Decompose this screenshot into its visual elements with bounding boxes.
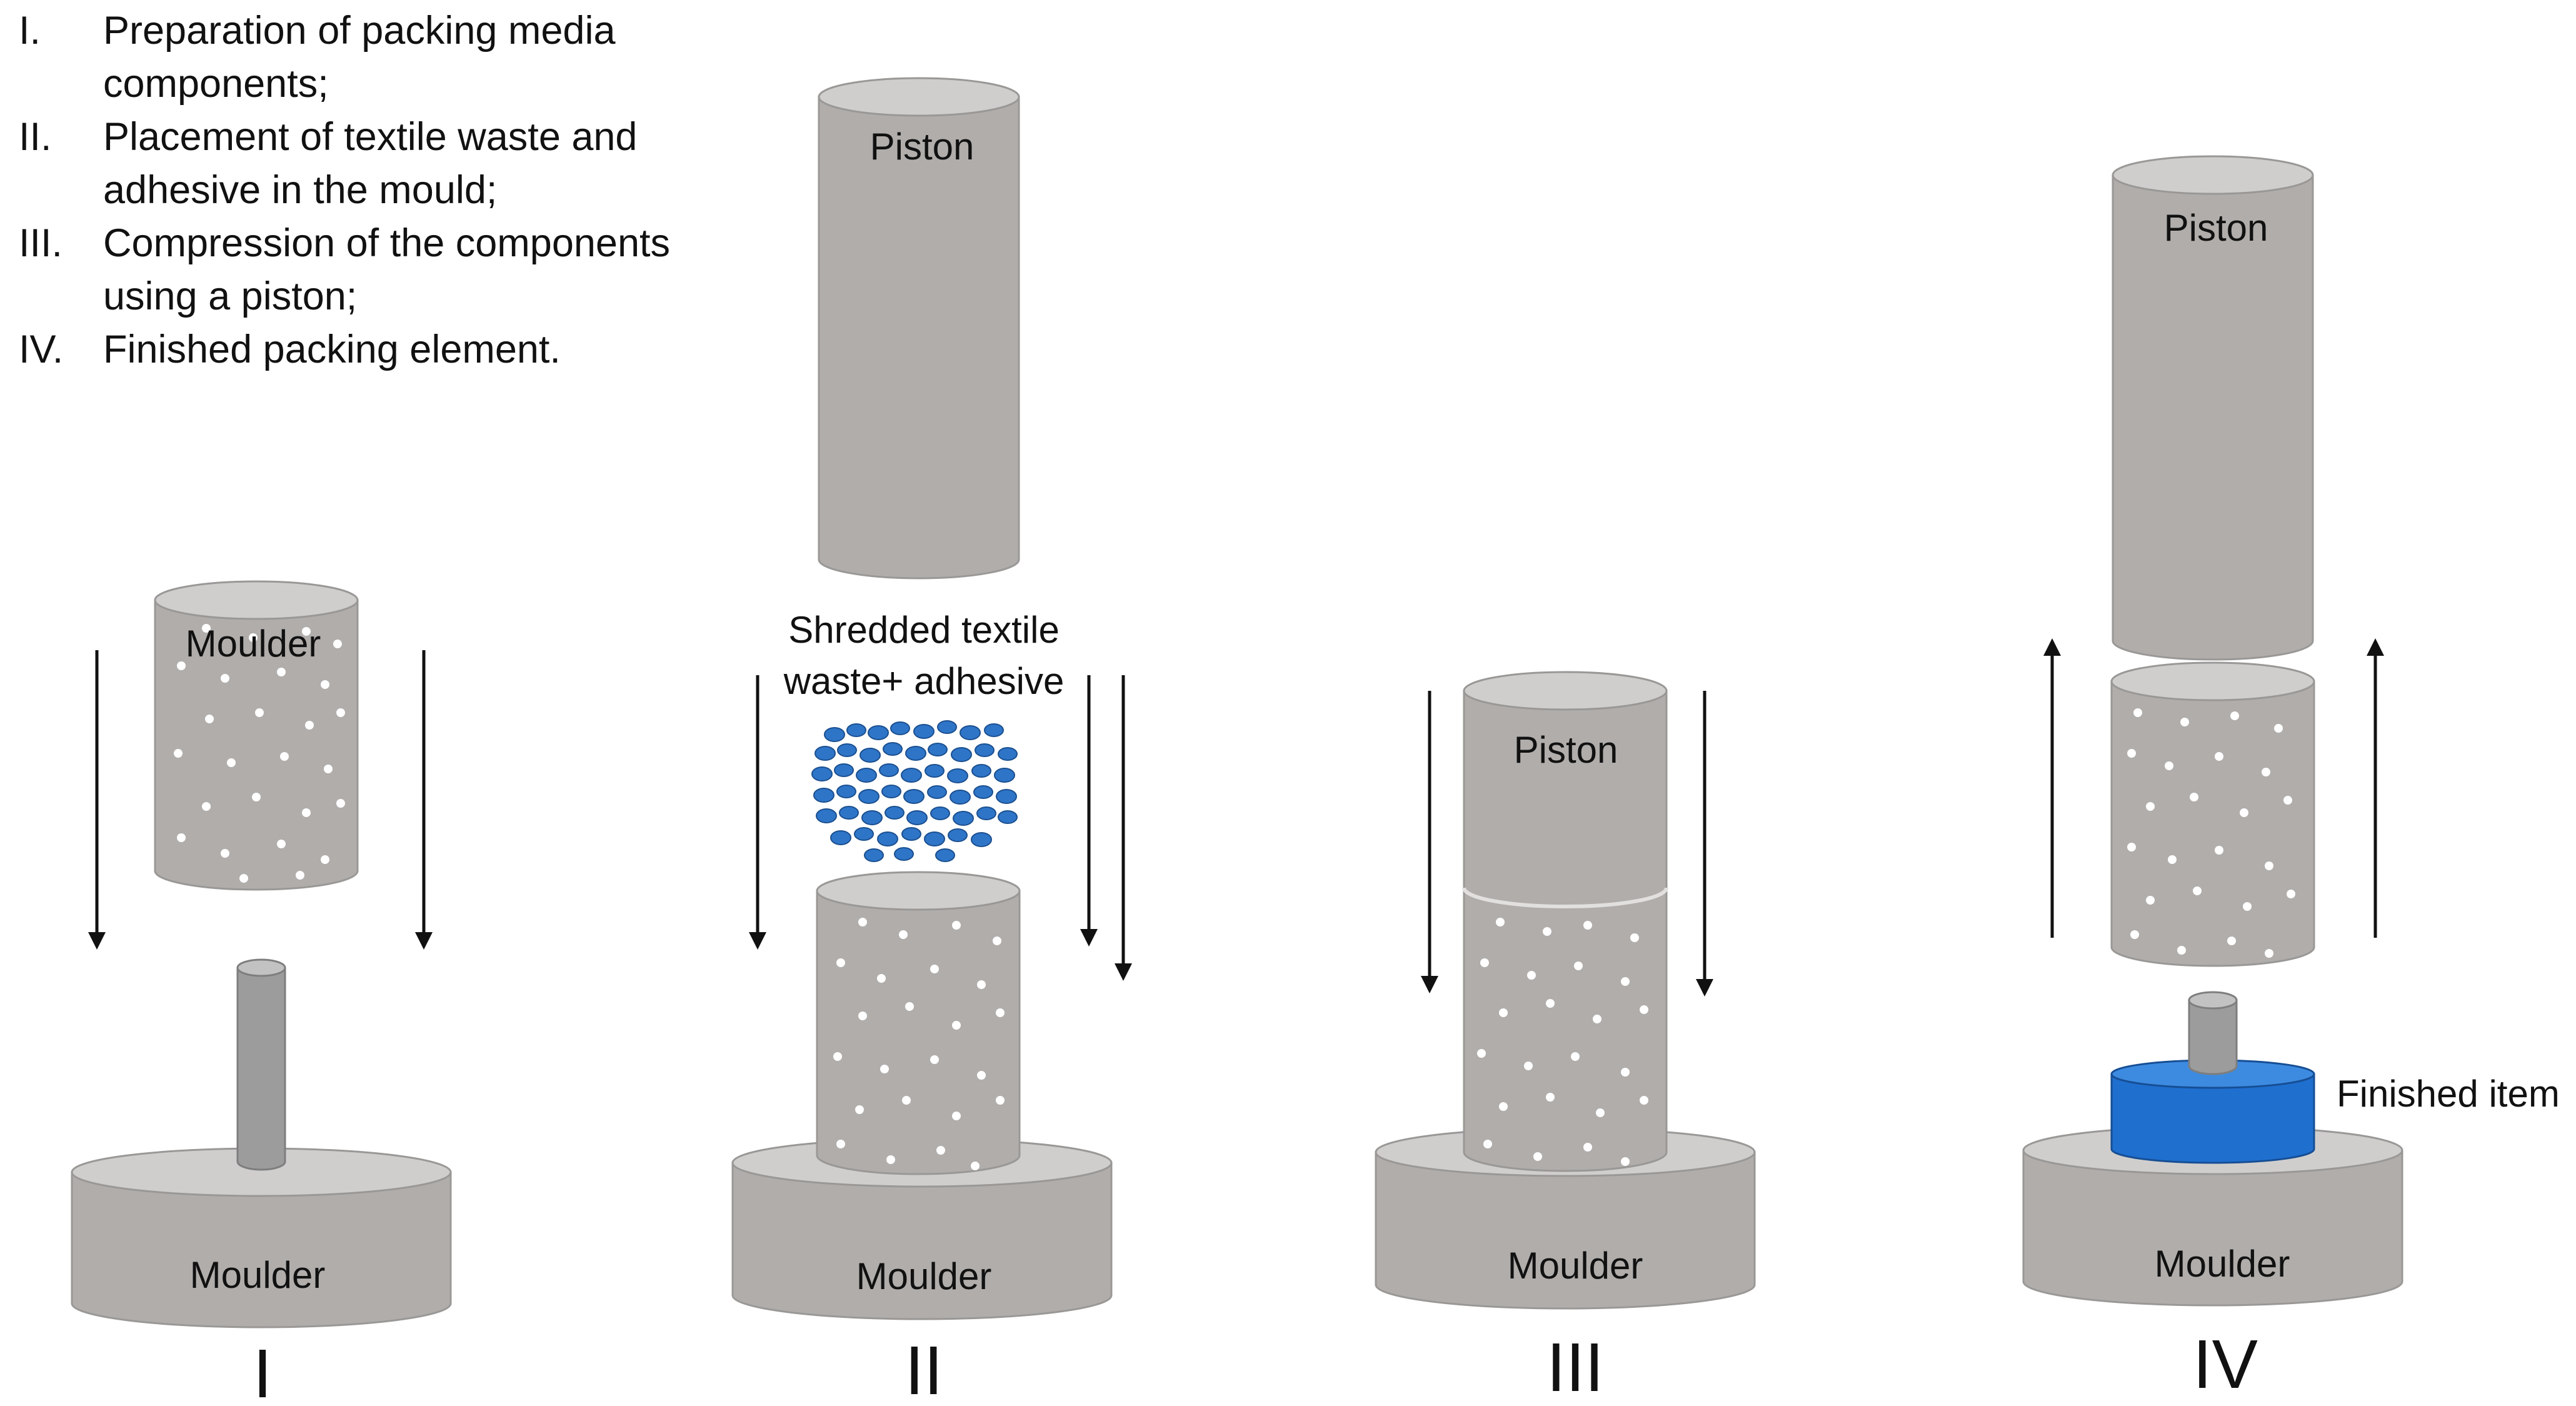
stage-4-finished-item-label: Finished item xyxy=(2337,1073,2560,1115)
stage-2-piston-label: Piston xyxy=(870,126,975,168)
step-list: I. Preparation of packing media componen… xyxy=(19,9,670,371)
step-4-numeral: IV. xyxy=(19,328,63,371)
stage-1-center-rod xyxy=(236,958,286,1171)
step-2-text-line-1: Placement of textile waste and xyxy=(103,115,637,159)
stage-2-number: II xyxy=(905,1332,943,1406)
step-2-numeral: II. xyxy=(19,115,52,159)
stage-1-perforated-moulder xyxy=(154,580,359,891)
step-1-text-line-1: Preparation of packing media xyxy=(103,9,616,53)
step-item-1: I. Preparation of packing media componen… xyxy=(19,9,616,106)
step-item-2: II. Placement of textile waste and adhes… xyxy=(19,115,637,212)
stage-4-piston xyxy=(2112,155,2314,661)
stage-1: Moulder Moulder I xyxy=(71,580,452,1406)
stage-4-center-rod xyxy=(2188,991,2238,1075)
stage-3-base-moulder-label: Moulder xyxy=(1508,1245,1643,1287)
stage-4-number: IV xyxy=(2193,1326,2258,1403)
stage-2-perforated-moulder xyxy=(816,871,1021,1175)
step-2-text-line-2: adhesive in the mould; xyxy=(103,168,497,212)
stage-3-piston-label: Piston xyxy=(1514,729,1618,771)
stage-2-base-moulder-label: Moulder xyxy=(856,1255,992,1297)
stage-4-perforated-moulder xyxy=(2110,661,2315,967)
stage-2-shredded-textile-particles xyxy=(811,720,1018,862)
step-3-text-line-1: Compression of the components xyxy=(103,221,670,265)
stage-4: Piston Finished item Moulder IV xyxy=(2022,155,2560,1403)
stage-4-piston-label: Piston xyxy=(2164,207,2268,249)
stage-4-finished-item xyxy=(2110,1059,2315,1164)
stage-2-piston xyxy=(818,77,1020,580)
stage-2-shredded-label-line-2: waste+ adhesive xyxy=(783,660,1065,702)
step-item-3: III. Compression of the components using… xyxy=(19,221,670,318)
stage-2-shredded-label-line-1: Shredded textile xyxy=(788,609,1060,651)
stage-2: Piston Shredded textile waste+ adhesive … xyxy=(731,77,1132,1406)
stage-4-base-moulder-label: Moulder xyxy=(2155,1243,2290,1285)
step-3-numeral: III. xyxy=(19,221,63,265)
stage-3: Piston Moulder III xyxy=(1375,671,1756,1406)
stage-1-upper-moulder-label: Moulder xyxy=(186,623,321,665)
step-item-4: IV. Finished packing element. xyxy=(19,328,561,371)
step-4-text-line-1: Finished packing element. xyxy=(103,328,561,371)
stage-1-base-moulder xyxy=(71,1147,452,1328)
step-1-numeral: I. xyxy=(19,9,41,53)
step-3-text-line-2: using a piston; xyxy=(103,274,357,318)
stage-1-base-moulder-label: Moulder xyxy=(190,1254,326,1296)
stage-3-piston xyxy=(1462,671,1668,908)
stage-3-perforated-moulder xyxy=(1463,886,1668,1172)
step-1-text-line-2: components; xyxy=(103,62,329,106)
stage-3-number: III xyxy=(1546,1329,1604,1406)
stage-1-number: I xyxy=(253,1335,273,1406)
